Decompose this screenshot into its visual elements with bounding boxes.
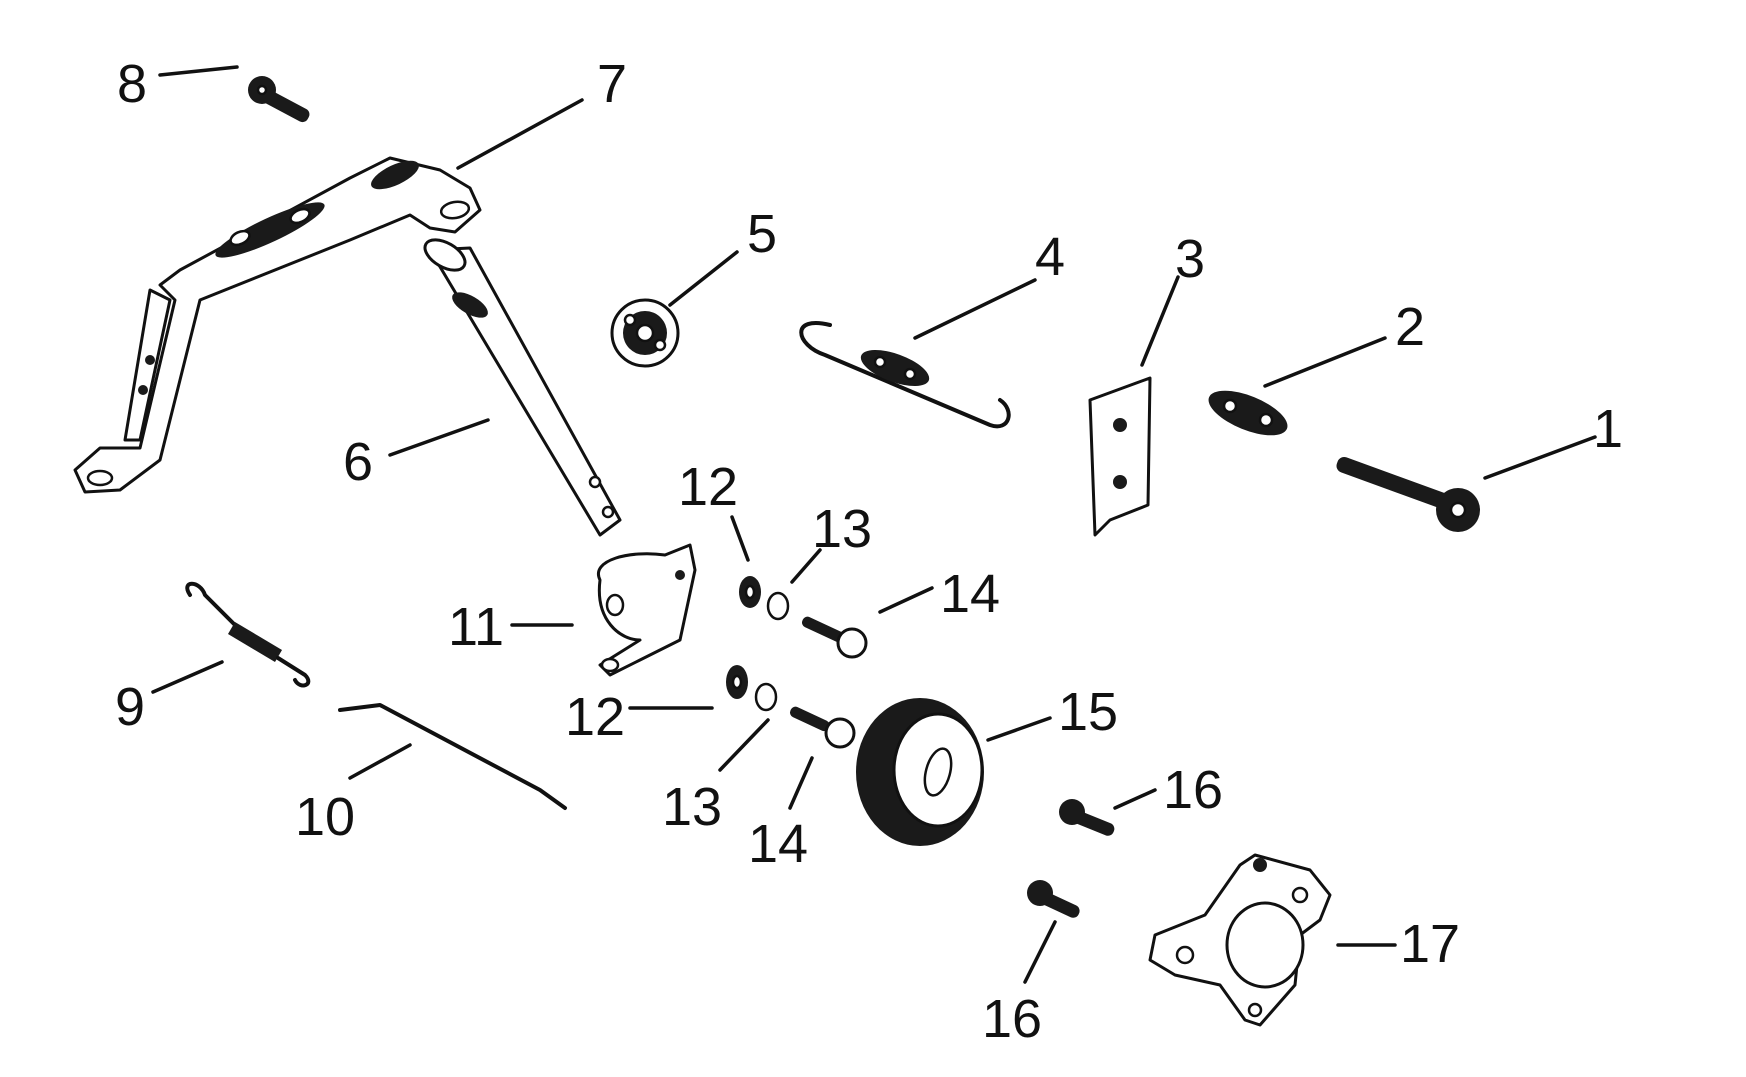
callout-15: 15 [1058, 682, 1118, 742]
leader-16a [1113, 788, 1157, 810]
leader-2 [1263, 336, 1387, 388]
leader-3 [1140, 275, 1180, 367]
callout-5: 5 [747, 204, 777, 264]
callout-9: 9 [115, 677, 145, 737]
part-9-spring [185, 581, 311, 688]
part-12-washer-upper [739, 576, 761, 608]
leader-13b [718, 718, 770, 772]
leader-10 [348, 743, 412, 780]
leader-15 [986, 716, 1052, 742]
callout-17: 17 [1400, 914, 1460, 974]
part-15-wheel [856, 698, 984, 846]
callout-3: 3 [1175, 229, 1205, 289]
leader-1 [1483, 435, 1597, 480]
callout-2: 2 [1395, 297, 1425, 357]
callout-labels: 1 2 3 4 5 6 7 8 9 10 11 12 13 14 12 13 1… [115, 54, 1623, 1049]
part-5-nut [610, 298, 680, 368]
part-7-bracket [73, 156, 482, 494]
callout-16-lower: 16 [982, 989, 1042, 1049]
leader-5 [668, 250, 739, 307]
part-16-screw-lower [1027, 880, 1080, 918]
part-16-screw-upper [1059, 799, 1115, 836]
callout-16-upper: 16 [1163, 760, 1223, 820]
callout-13-upper: 13 [812, 499, 872, 559]
callout-12-lower: 12 [565, 687, 625, 747]
callout-8: 8 [117, 54, 147, 114]
leader-lines [151, 65, 1597, 984]
callout-1: 1 [1593, 399, 1623, 459]
part-13-ring-upper [766, 591, 790, 621]
part-3-plate [1088, 376, 1152, 537]
part-4-spring-clip [799, 321, 1011, 429]
callout-14-lower: 14 [748, 814, 808, 874]
leader-14a [878, 586, 934, 614]
leader-13a [790, 548, 822, 584]
leader-6 [388, 418, 490, 457]
callout-12-upper: 12 [678, 457, 738, 517]
part-17-mount-bracket [1148, 853, 1332, 1027]
leader-14b [788, 756, 814, 810]
callout-14-upper: 14 [940, 564, 1000, 624]
part-11-yoke-bracket [596, 543, 697, 677]
part-14-screw-upper [801, 616, 868, 659]
leader-7 [456, 98, 584, 170]
part-6-link-rod [423, 238, 622, 537]
callout-7: 7 [597, 54, 627, 114]
part-14-screw-lower [789, 706, 856, 749]
part-1-bolt [1336, 456, 1480, 532]
callout-13-lower: 13 [662, 777, 722, 837]
leader-12a [730, 515, 750, 562]
part-10-rod [338, 703, 567, 810]
callout-6: 6 [343, 432, 373, 492]
part-8-screw [248, 76, 310, 123]
leader-4 [913, 278, 1037, 340]
leader-9 [151, 660, 224, 694]
callout-11: 11 [448, 597, 504, 657]
callout-10: 10 [295, 787, 355, 847]
part-13-ring-lower [754, 682, 778, 712]
part-2-link [1208, 390, 1288, 436]
part-12-washer-lower [726, 665, 748, 699]
leader-8 [158, 65, 239, 77]
callout-4: 4 [1035, 227, 1065, 287]
leader-16b [1023, 920, 1057, 984]
